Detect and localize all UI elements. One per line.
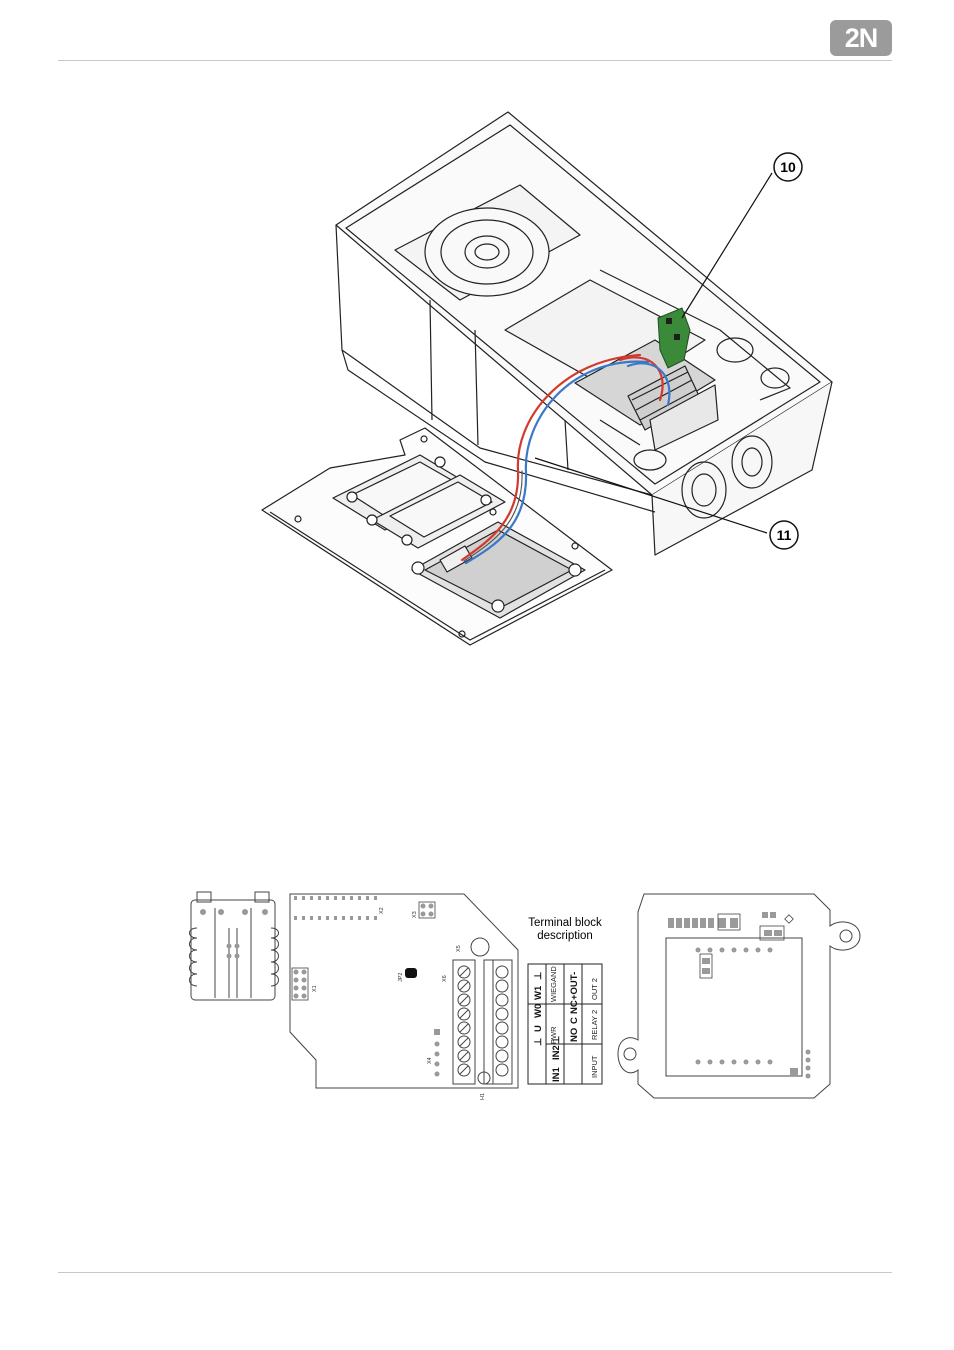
svg-text:NC: NC [569,1000,580,1014]
svg-text:PWR: PWR [549,1026,558,1044]
svg-text:X6: X6 [442,975,448,982]
svg-text:⊥: ⊥ [533,971,544,980]
svg-text:IN2: IN2 [551,1045,562,1060]
terminal-block-description: Terminal block description IN1 IN2 ⊥ NO … [523,908,613,1088]
svg-text:W0: W0 [533,1004,544,1018]
svg-text:WIEGAND: WIEGAND [549,966,558,1002]
callout-11: 11 [767,518,801,552]
right-board-diagram [614,888,864,1100]
terminal-title-line2: description [537,930,593,942]
svg-text:C: C [569,1017,580,1024]
svg-text:X2: X2 [379,907,385,914]
svg-text:W1: W1 [533,985,544,1000]
svg-text:OUT 2: OUT 2 [590,978,599,1000]
svg-text:X4: X4 [427,1057,433,1064]
svg-text:RELAY 2: RELAY 2 [590,1010,599,1040]
svg-text:U: U [533,1025,544,1032]
svg-text:10: 10 [780,159,796,175]
svg-text:H1: H1 [480,1093,486,1100]
main-pcb-diagram: X2 X3 X5 X1 JP2 X6 X4 H1 [288,892,520,1102]
svg-text:INPUT: INPUT [590,1055,599,1078]
svg-text:JP2: JP2 [398,973,404,982]
footer-rule [58,1272,892,1273]
svg-text:NO: NO [569,1028,580,1042]
svg-text:X1: X1 [312,985,318,992]
terminal-title-line1: Terminal block [528,917,602,929]
svg-text:⊥: ⊥ [533,1037,544,1046]
small-board-diagram [185,888,285,1008]
housing-illustration [0,0,954,680]
svg-text:11: 11 [777,527,792,543]
svg-text:X3: X3 [412,911,418,918]
svg-text:IN1: IN1 [551,1067,562,1083]
callout-10: 10 [771,150,805,184]
svg-text:X5: X5 [456,945,462,952]
svg-text:+OUT-: +OUT- [569,972,580,1000]
